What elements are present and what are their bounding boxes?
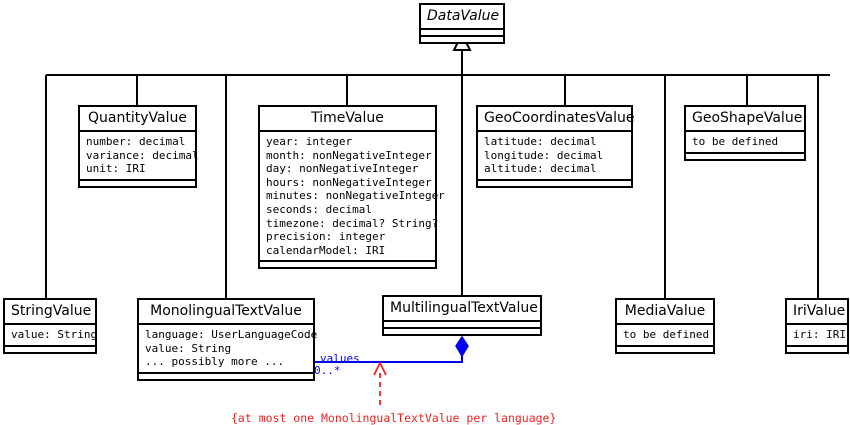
attribute-row: to be defined [692,135,779,148]
attribute-row: latitude: decimal [484,135,597,148]
attribute-row: number: decimal [86,135,186,148]
class-attributes-multilingualtextvalue [384,320,540,327]
attribute-row: timezone: decimal? String? [266,216,439,230]
class-operations-quantityvalue [80,178,195,186]
attribute-row: seconds: decimal [266,202,372,216]
attribute-row: unit: IRI [86,162,146,176]
class-name-multilingualtextvalue: MultilingualTextValue [390,300,538,316]
class-name-stringvalue: StringValue [11,303,92,319]
class-box-datavalue[interactable]: DataValue [419,3,505,44]
attribute-row: hours: nonNegativeInteger [266,175,432,189]
class-name-quantityvalue: QuantityValue [88,110,187,126]
attribute-row: variance: decimal [86,148,199,162]
class-operations-irivalue [787,344,847,352]
class-box-quantityvalue[interactable]: QuantityValue number: decimal variance: … [78,105,199,188]
class-attributes-monolingualtextvalue: language: UserLanguageCode value: String… [139,323,318,372]
class-name-timevalue: TimeValue [311,110,384,126]
class-box-mediavalue[interactable]: MediaValue to be defined [615,298,715,354]
class-operations-datavalue [421,35,503,42]
class-operations-mediavalue [617,344,713,352]
class-box-monolingualtextvalue[interactable]: MonolingualTextValue language: UserLangu… [137,298,318,381]
class-name-geoshapevalue: GeoShapeValue [692,110,803,126]
class-operations-monolingualtextvalue [139,371,313,379]
attribute-row: ... possibly more ... [145,355,285,369]
class-attributes-timevalue: year: integer month: nonNegativeInteger … [260,130,445,260]
class-name-monolingualtextvalue: MonolingualTextValue [150,303,302,319]
class-operations-geocoordinatesvalue [478,178,631,186]
attribute-row: value: String [11,328,98,341]
attribute-row: iri: IRI [793,328,846,341]
class-name-geocoordinatesvalue: GeoCoordinatesValue [484,110,635,126]
class-operations-multilingualtextvalue [384,327,540,334]
class-attributes-mediavalue: to be defined [617,323,713,345]
class-attributes-quantityvalue: number: decimal variance: decimal unit: … [80,130,199,179]
class-operations-timevalue [260,260,435,267]
association-multiplicity-label: 0..* [314,364,341,377]
class-operations-stringvalue [5,344,95,352]
class-box-irivalue[interactable]: IriValue iri: IRI [785,298,849,354]
attribute-row: value: String [145,341,232,355]
composition-diamond [455,335,469,358]
class-name-mediavalue: MediaValue [624,303,706,319]
attribute-row: day: nonNegativeInteger [266,162,419,176]
attribute-row: language: UserLanguageCode [145,328,318,341]
class-box-stringvalue[interactable]: StringValue value: String [3,298,97,354]
association-role-label: values [320,352,360,365]
class-attributes-geoshapevalue: to be defined [686,130,804,152]
attribute-row: to be defined [623,328,710,341]
class-attributes-stringvalue: value: String [5,323,98,345]
class-box-geocoordinatesvalue[interactable]: GeoCoordinatesValue latitude: decimal lo… [476,105,635,188]
attribute-row: minutes: nonNegativeInteger [266,189,445,203]
attribute-row: altitude: decimal [484,162,597,176]
attribute-row: month: nonNegativeInteger [266,148,432,162]
class-attributes-geocoordinatesvalue: latitude: decimal longitude: decimal alt… [478,130,631,179]
class-box-multilingualtextvalue[interactable]: MultilingualTextValue [382,295,542,336]
class-box-timevalue[interactable]: TimeValue year: integer month: nonNegati… [258,105,445,270]
class-operations-geoshapevalue [686,151,804,159]
class-attributes-irivalue: iri: IRI [787,323,847,345]
class-attributes-datavalue [421,28,503,35]
constraint-note: {at most one MonolingualTextValue per la… [231,411,557,425]
attribute-row: year: integer [266,135,353,148]
attribute-row: longitude: decimal [484,148,604,162]
constraint-arrowhead [373,360,387,376]
attribute-row: calendarModel: IRI [266,243,386,257]
class-box-geoshapevalue[interactable]: GeoShapeValue to be defined [684,105,806,161]
class-name-datavalue: DataValue [427,8,500,24]
attribute-row: precision: integer [266,230,386,244]
class-name-irivalue: IriValue [793,303,846,319]
